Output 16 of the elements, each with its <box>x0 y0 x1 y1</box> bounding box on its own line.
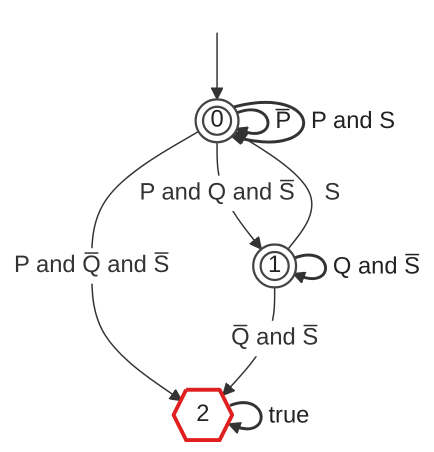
edge-label: P and Q and S̅ <box>139 180 295 206</box>
edge-label: P̅ <box>275 108 292 134</box>
arrow <box>90 130 199 402</box>
edge-label: P and S <box>311 108 396 134</box>
edge-label: Q̅ and S̅ <box>231 325 318 350</box>
edge-label: P and Q̅ and S̅ <box>14 252 170 278</box>
edge-label: S <box>324 180 340 206</box>
arrow <box>210 32 224 100</box>
hexagon-node: 2 <box>172 388 234 442</box>
edge-label: Q and S̅ <box>332 253 420 280</box>
double-circle-node: 0 <box>194 98 240 144</box>
arrow <box>228 401 262 434</box>
double-circle-node: 1 <box>252 243 298 289</box>
edge-label: true <box>268 402 310 428</box>
arrow <box>234 132 312 250</box>
arrow <box>230 101 305 145</box>
